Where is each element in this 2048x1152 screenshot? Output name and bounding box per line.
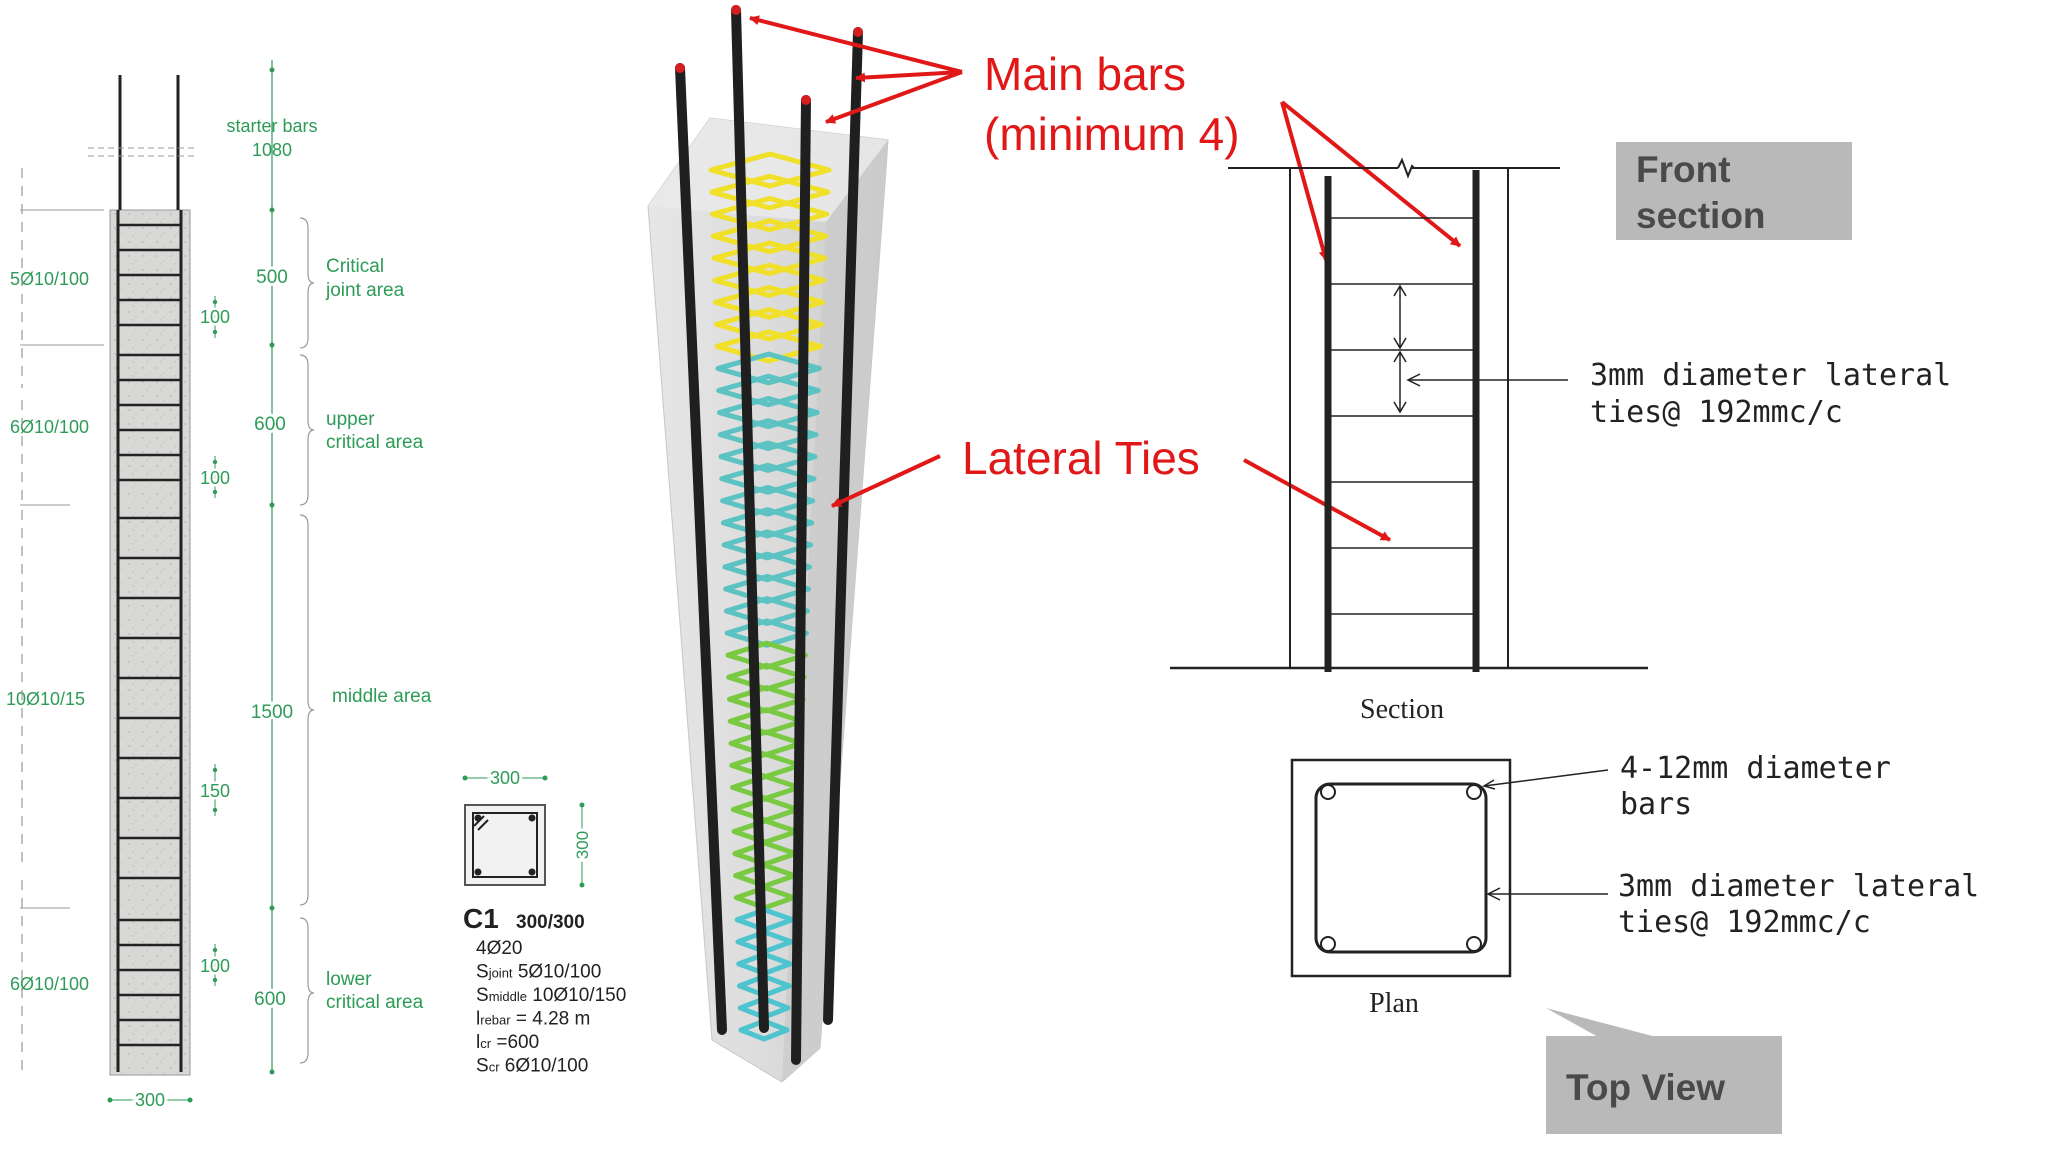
front-section-callout: Front section <box>1616 142 1852 240</box>
main-bars-arrow <box>1280 100 1462 248</box>
section-width-label: 300 <box>490 768 520 788</box>
section-spec: Sjoint 5Ø10/100 <box>476 962 601 983</box>
main-bars-label: Main bars <box>984 48 1186 100</box>
lateral-tie-3d <box>714 329 823 364</box>
plan-drawing: 4-12mm diameter bars 3mm diameter latera… <box>1290 751 1979 1019</box>
plan-bar <box>1320 936 1336 952</box>
zone-name: Critical <box>326 256 384 277</box>
lateral-tie-3d <box>715 351 822 386</box>
main-bar-3d <box>731 5 769 1033</box>
lateral-tie-3d <box>738 1018 790 1042</box>
stirrup-group <box>118 223 181 1047</box>
zone-name: critical area <box>326 432 424 453</box>
front-section-callout-text: Front <box>1636 149 1731 190</box>
plan-bar <box>1466 936 1482 952</box>
main-bars-arrow <box>1280 101 1329 261</box>
elevation-drawing: 5Ø10/100 6Ø10/100 10Ø10/15 6Ø10/100 <box>6 60 432 1113</box>
section-spec: 4Ø20 <box>476 938 522 959</box>
plan-bar <box>1466 784 1482 800</box>
zone-tick-value: 100 <box>200 468 230 488</box>
zone-spacing-label: 10Ø10/15 <box>6 689 85 709</box>
lateral-ties-arrow <box>1243 458 1391 542</box>
lateral-ties-arrow <box>831 454 941 508</box>
zone-length: 600 <box>254 989 286 1010</box>
zone-spacing-label: 5Ø10/100 <box>10 269 89 289</box>
zone-tick-value: 100 <box>200 956 230 976</box>
plan-caption: Plan <box>1369 988 1419 1019</box>
zone-length: 600 <box>254 414 286 435</box>
main-bars-arrow <box>749 15 963 74</box>
section-spec: lcr =600 <box>476 1032 539 1053</box>
section-tie <box>472 812 538 878</box>
lateral-tie-3d <box>734 907 795 933</box>
front-section-callout-text: section <box>1636 195 1766 236</box>
plan-ties-label: ties@ 192mmc/c <box>1618 905 1871 940</box>
main-bars-label: (minimum 4) <box>984 108 1240 160</box>
zone-name: critical area <box>326 992 424 1013</box>
zone-length: 1500 <box>251 702 293 723</box>
section-caption: Section <box>1360 694 1444 725</box>
zone-name: middle area <box>332 686 432 707</box>
rebar-cage-3d <box>647 5 889 1083</box>
zone-name: lower <box>326 969 372 990</box>
plan-ties-label: 3mm diameter lateral <box>1618 869 1979 904</box>
section-size: 300/300 <box>516 912 585 933</box>
zone-name: upper <box>326 409 375 430</box>
top-view-callout: Top View <box>1546 1008 1782 1134</box>
main-bar-3d <box>823 27 863 1025</box>
red-annotations: Main bars (minimum 4) Lateral Ties <box>749 15 1462 542</box>
zone-tick-value: 100 <box>200 307 230 327</box>
section-spec: Scr 6Ø10/100 <box>476 1056 588 1077</box>
section-name: C1 <box>463 903 499 934</box>
lateral-tie-3d <box>735 929 794 955</box>
plan-tie <box>1314 782 1488 954</box>
front-section-drawing: 3mm diameter lateral ties@ 192mmc/c Sect… <box>1170 157 1951 725</box>
zone-tick-value: 150 <box>200 781 230 801</box>
lateral-tie-3d <box>737 996 791 1020</box>
plan-outline <box>1290 758 1512 978</box>
main-bar-3d <box>675 63 727 1035</box>
main-bar-3d <box>791 95 811 1065</box>
plan-bar <box>1320 784 1336 800</box>
starter-bars-value: 1080 <box>252 140 292 160</box>
front-ties-label: ties@ 192mmc/c <box>1590 395 1843 430</box>
starter-bars-label: starter bars <box>226 116 317 136</box>
main-bars-arrow <box>855 70 963 83</box>
lateral-tie-3d <box>716 373 821 408</box>
lateral-ties-label: Lateral Ties <box>962 432 1200 484</box>
zone-length: 500 <box>256 267 288 288</box>
section-height-label: 300 <box>573 831 592 859</box>
front-ties-label: 3mm diameter lateral <box>1590 358 1951 393</box>
top-view-callout-text: Top View <box>1566 1067 1725 1108</box>
section-tie-group <box>1328 217 1476 615</box>
zone-spacing-label: 6Ø10/100 <box>10 974 89 994</box>
column-width-label: 300 <box>135 1090 165 1110</box>
plan-bars-label: bars <box>1620 787 1692 822</box>
main-bars-arrow <box>825 70 963 124</box>
zone-spacing-label: 6Ø10/100 <box>10 417 89 437</box>
lateral-tie-3d <box>736 974 792 998</box>
lateral-tie-3d <box>736 951 793 976</box>
zone-name: joint area <box>325 280 405 301</box>
section-spec: lrebar = 4.28 m <box>476 1009 590 1030</box>
plan-bars-label: 4-12mm diameter <box>1620 751 1891 786</box>
section-spec: Smiddle 10Ø10/150 <box>476 985 626 1006</box>
